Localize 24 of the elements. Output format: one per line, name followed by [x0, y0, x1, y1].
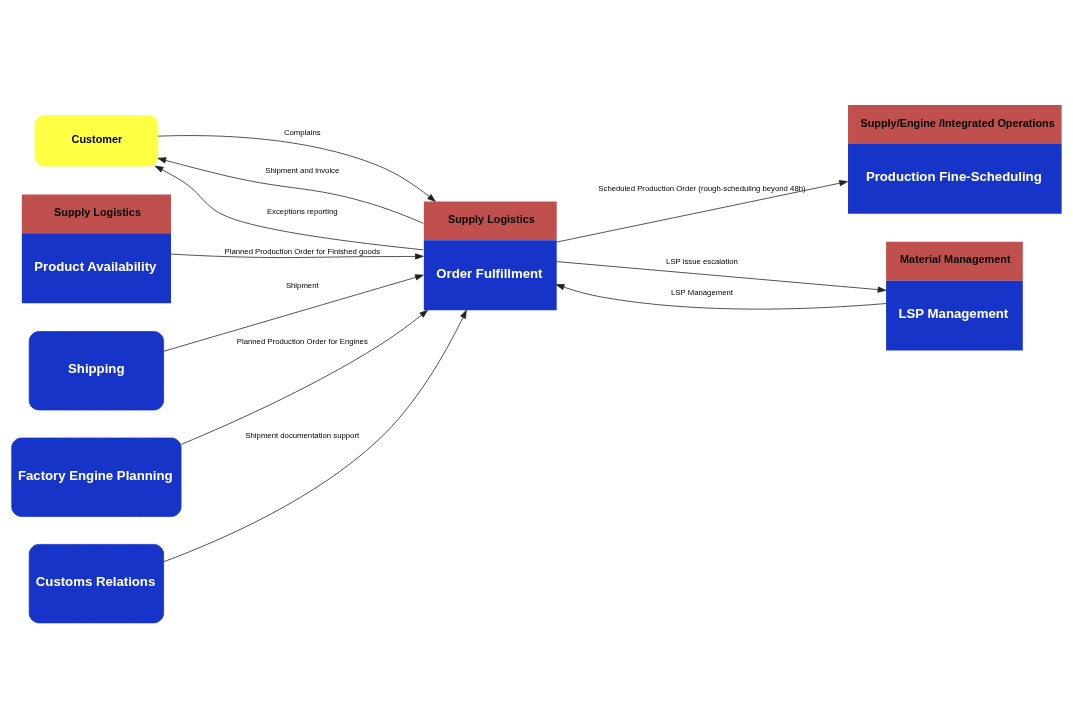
node-box: Customs Relations: [28, 544, 164, 624]
node-box: Customer: [34, 115, 159, 167]
arrow: [170, 253, 424, 260]
edge-label: Complains: [283, 127, 321, 137]
arrow: [555, 284, 887, 310]
arrow: [163, 274, 424, 352]
arrow: [154, 165, 424, 251]
edge-label: Shipment and invoice: [265, 166, 340, 176]
arrow: [157, 157, 424, 224]
arrow: [163, 309, 467, 563]
edge-label: Shipment documentation support: [245, 430, 360, 440]
arrow: [556, 261, 887, 293]
edge-label: Planned Production Order for Finished goods: [224, 247, 381, 257]
node-box: Shipping: [28, 331, 164, 411]
edge-label: Scheduled Production Order (rough-scheduling beyond 48h): [598, 184, 806, 194]
edge-label: LSP issue escalation: [666, 256, 738, 266]
edge-label: Shipment: [285, 280, 319, 290]
edge-label: Exceptions reporting: [266, 206, 338, 216]
arrow: [157, 135, 436, 202]
edge-label: LSP Management: [671, 287, 733, 297]
node-box: Factory Engine Planning: [11, 437, 182, 517]
arrow: [180, 309, 428, 445]
edge-label: Planned Production Order for Engines: [236, 336, 368, 346]
arrow: [556, 180, 848, 243]
